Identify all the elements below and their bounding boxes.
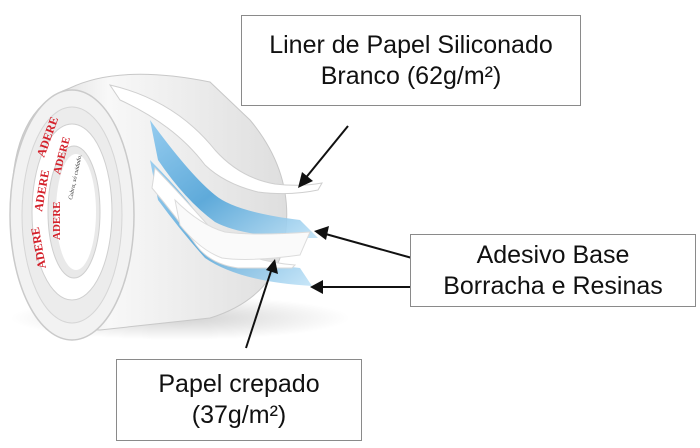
callout-crepe-paper-line1: Papel crepado	[158, 370, 320, 398]
liner-layer	[108, 84, 323, 195]
adhesive-layer-upper	[150, 120, 318, 238]
brand-logo: ADERE	[51, 201, 63, 240]
callout-crepe-paper-box: Papel crepado (37g/m²)	[116, 359, 362, 441]
arrow-adhesive-lower	[310, 280, 412, 294]
callout-adhesive-line1: Adesivo Base	[476, 240, 630, 269]
callout-adhesive-box: Adesivo Base Borracha e Resinas	[410, 234, 696, 307]
callout-adhesive-line2: Borracha e Resinas	[443, 271, 663, 300]
callout-arrows	[245, 125, 413, 349]
callout-liner-line1: Liner de Papel Siliconado	[269, 30, 553, 59]
callout-liner-box: Liner de Papel Siliconado Branco (62g/m²…	[241, 15, 581, 106]
callout-crepe-paper-line2: (37g/m²)	[191, 401, 287, 429]
callout-liner-line2: Branco (62g/m²)	[320, 61, 502, 90]
arrow-crepe-paper	[245, 259, 278, 349]
arrow-adhesive-upper	[314, 226, 413, 259]
arrow-liner	[298, 125, 349, 188]
tape-roll	[9, 73, 288, 341]
middle-sheet	[174, 198, 311, 260]
tape-layers	[108, 84, 323, 286]
